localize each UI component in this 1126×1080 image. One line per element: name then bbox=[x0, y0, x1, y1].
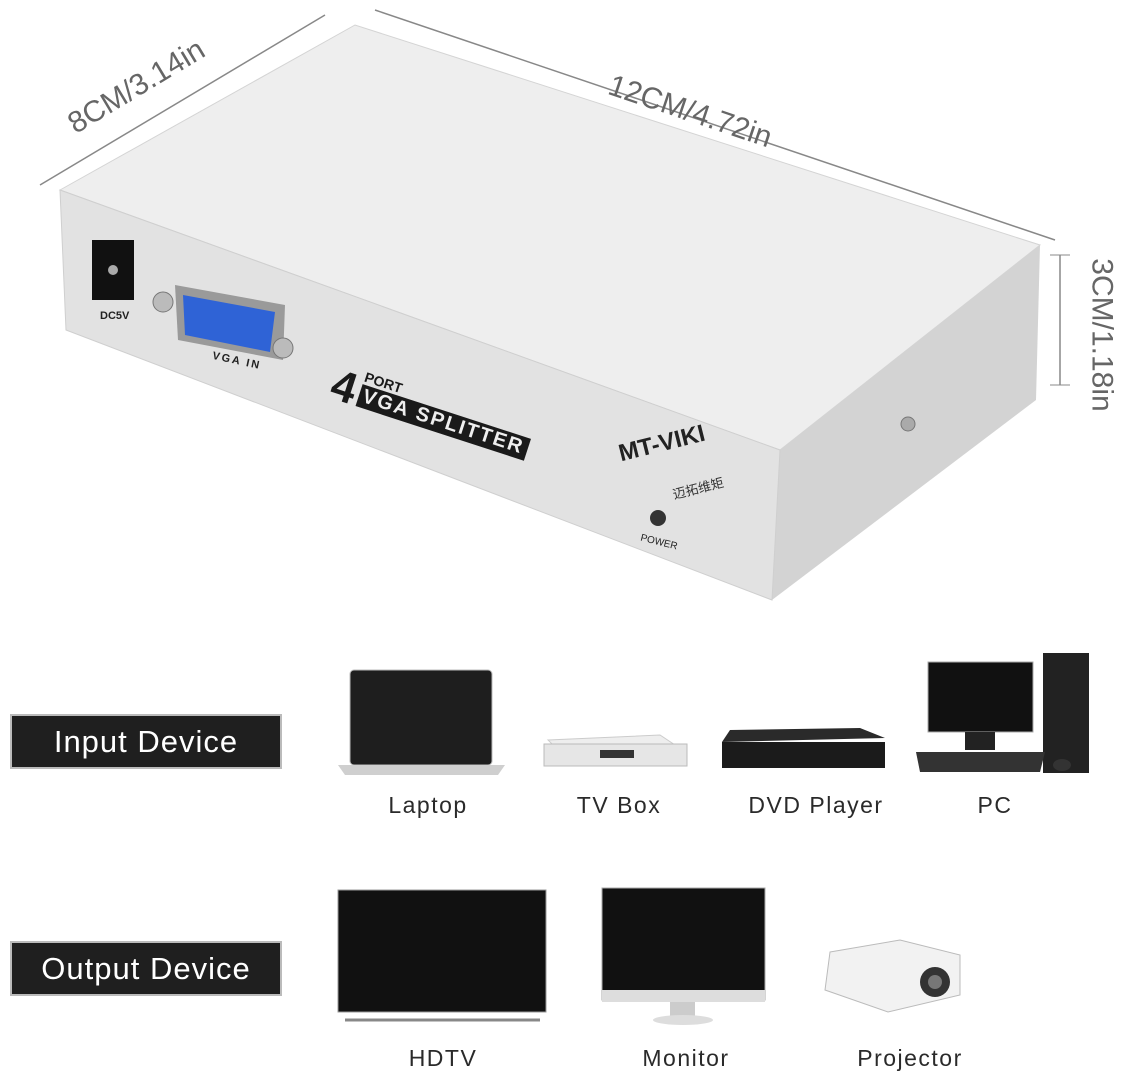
vga-in-port bbox=[183, 295, 275, 352]
device-caption-pc: PC bbox=[977, 792, 1013, 818]
power-led bbox=[650, 510, 666, 526]
device-caption-dvd-player: DVD Player bbox=[748, 792, 884, 818]
device-caption-tv-box: TV Box bbox=[576, 792, 662, 818]
input-device-label: Input Device bbox=[10, 714, 282, 769]
pc-icon bbox=[916, 653, 1089, 773]
height-dimension: 3CM/1.18in bbox=[1085, 258, 1119, 412]
hdtv-icon bbox=[337, 889, 547, 1022]
dimension-lines bbox=[39, 9, 1070, 601]
laptop-icon bbox=[338, 669, 505, 775]
monitor-icon bbox=[601, 887, 766, 1025]
device-caption-monitor: Monitor bbox=[642, 1045, 730, 1071]
device-caption-projector: Projector bbox=[857, 1045, 963, 1071]
device-caption-hdtv: HDTV bbox=[408, 1045, 478, 1071]
screw bbox=[900, 416, 916, 432]
projector-icon bbox=[824, 939, 961, 1013]
tv-box-icon bbox=[543, 734, 688, 767]
device-caption-laptop: Laptop bbox=[388, 792, 468, 818]
output-device-label: Output Device bbox=[10, 941, 282, 996]
dvd-player-icon bbox=[722, 728, 885, 768]
dc5v-label: DC5V bbox=[100, 310, 130, 322]
vga-splitter-device bbox=[58, 24, 1042, 601]
